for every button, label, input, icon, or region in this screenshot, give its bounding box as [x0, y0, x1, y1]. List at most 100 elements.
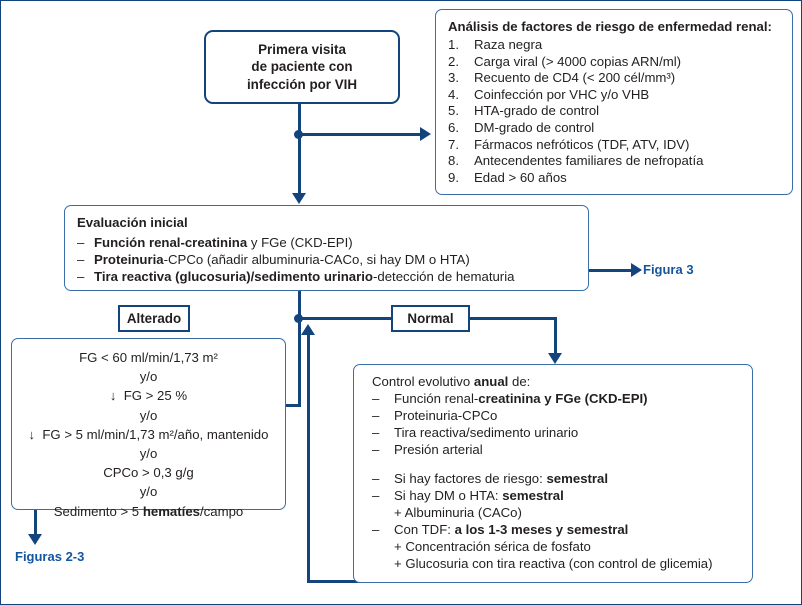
followup-item-label: Función renal-creatinina y FGe (CKD-EPI) — [394, 390, 648, 407]
risk-item-label: Fármacos nefróticos (TDF, ATV, IDV) — [474, 136, 690, 152]
eval-item-bold: Función renal-creatinina — [94, 235, 248, 250]
risk-item: 6.DM-grado de control — [448, 120, 792, 137]
dash-bullet-icon: – — [372, 522, 380, 537]
followup-item: –Con TDF: a los 1-3 meses y semestral — [372, 521, 752, 538]
risk-item: 2. Carga viral (> 4000 copias ARN/ml) — [448, 54, 792, 71]
followup-item-label: Tira reactiva/sedimento urinario — [394, 424, 578, 441]
connector-to-riskbox — [298, 133, 420, 136]
arrowhead-to-riskbox — [420, 127, 431, 141]
risk-item-number: 7. — [448, 136, 459, 152]
eval-item-label: Tira reactiva (glucosuria)/sedimento uri… — [94, 268, 514, 285]
dash-bullet-icon: – — [372, 442, 380, 457]
risk-item: 8. Antecendentes familiares de nefropatía — [448, 153, 792, 170]
followup-item: –Si hay factores de riesgo: semestral — [372, 470, 752, 487]
risk-item-label: Carga viral (> 4000 copias ARN/ml) — [474, 53, 682, 69]
risk-item: 9.Edad > 60 años — [448, 170, 792, 187]
altered-line: CPCo > 0,3 g/g — [12, 463, 285, 482]
altered-line-text: Sedimento > 5 — [53, 503, 143, 519]
lead-part-a: Control evolutivo — [372, 374, 474, 389]
altered-yo: y/o — [139, 446, 158, 462]
altered-line-text: FG < 60 ml/min/1,73 m² — [79, 350, 218, 365]
annual-followup-lead: Control evolutivo anual de: — [372, 374, 752, 389]
risk-item-number: 3. — [448, 70, 459, 86]
first-visit-line1: Primera visita — [258, 41, 346, 57]
eval-item-rest: -detección de hematuria — [372, 269, 515, 284]
lead-part-c: de: — [508, 374, 531, 389]
risk-item-number: 6. — [448, 119, 459, 135]
connector-junction-to-normal — [298, 317, 394, 320]
figuras-2-3-link[interactable]: Figuras 2-3 — [15, 549, 85, 564]
altered-line-text: FG > 5 ml/min/1,73 m²/año, mantenido — [42, 426, 269, 442]
risk-item-label: Antecendentes familiares de nefropatía — [474, 153, 704, 169]
altered-line: Sedimento > 5 hematíes/campo — [12, 502, 285, 521]
arrowhead-to-figuras23 — [28, 534, 42, 545]
risk-item: 7. Fármacos nefróticos (TDF, ATV, IDV) — [448, 137, 792, 154]
risk-factors-box: Análisis de factores de riesgo de enferm… — [435, 9, 793, 195]
dash-bullet-icon: – — [372, 425, 380, 440]
eval-item: – Función renal-creatinina y FGe (CKD-EP… — [77, 234, 588, 251]
first-visit-box: Primera visita de paciente con infección… — [204, 30, 400, 104]
figura-3-link[interactable]: Figura 3 — [643, 262, 694, 277]
followup-item-label: Si hay DM o HTA: semestral — [394, 487, 564, 504]
connector-junction-to-altered — [286, 404, 301, 407]
risk-item: 1.Raza negra — [448, 37, 792, 54]
connector-normal-right — [468, 317, 557, 320]
eval-item-rest: -CPCo (añadir albuminuria-CACo, si hay D… — [163, 252, 470, 267]
risk-item-label: HTA-grado de control — [474, 103, 600, 119]
followup-subitem: + Albuminuria (CACo) — [394, 505, 522, 520]
followup-item: –Tira reactiva/sedimento urinario — [372, 424, 752, 441]
followup-item: –Si hay DM o HTA: semestral — [372, 487, 752, 504]
risk-item-number: 2. — [448, 53, 459, 69]
initial-evaluation-title: Evaluación inicial — [77, 215, 188, 230]
altered-line: ↓ FG > 5 ml/min/1,73 m²/año, mantenido — [12, 425, 285, 444]
dash-bullet-icon: – — [77, 252, 85, 267]
first-visit-line3: infección por VIH — [246, 76, 358, 92]
arrowhead-to-controlbox — [548, 353, 562, 364]
eval-item: – Proteinuria-CPCo (añadir albuminuria-C… — [77, 251, 588, 268]
followup-bold: semestral — [546, 471, 609, 486]
dash-bullet-icon: – — [372, 488, 380, 503]
dash-bullet-icon: – — [372, 391, 380, 406]
risk-item: 5. HTA-grado de control — [448, 103, 792, 120]
connector-normal-down — [554, 317, 557, 357]
altered-line: FG < 60 ml/min/1,73 m² — [12, 348, 285, 367]
risk-item: 3. Recuento de CD4 (< 200 cél/mm³) — [448, 70, 792, 87]
down-arrow-icon: ↓ — [109, 388, 117, 404]
followup-plain: Si hay factores de riesgo: — [394, 471, 547, 486]
eval-item: – Tira reactiva (glucosuria)/sedimento u… — [77, 268, 588, 285]
risk-item-label: Coinfección por VHC y/o VHB — [474, 86, 650, 102]
spacer — [372, 458, 752, 470]
followup-bold: creatinina y FGe (CKD-EPI) — [478, 391, 648, 406]
dash-bullet-icon: – — [77, 235, 85, 250]
annual-followup-box: Control evolutivo anual de: –Función ren… — [353, 364, 753, 583]
followup-subitem: + Concentración sérica de fosfato — [394, 539, 591, 554]
altered-criteria-box: FG < 60 ml/min/1,73 m² y/o ↓ FG > 25 % y… — [11, 338, 286, 519]
risk-item-label: Recuento de CD4 (< 200 cél/mm³) — [474, 70, 676, 86]
arrowhead-to-figura3 — [631, 263, 642, 277]
risk-item-number: 4. — [448, 86, 459, 102]
followup-plain: Proteinuria-CPCo — [394, 408, 498, 423]
risk-item-label: Edad > 60 años — [474, 169, 567, 185]
eval-item-bold: Tira reactiva (glucosuria)/sedimento uri… — [94, 269, 373, 284]
altered-line-suffix: /campo — [200, 503, 244, 519]
altered-line-text: FG > 25 % — [123, 388, 188, 404]
arrowhead-to-evalbox — [292, 193, 306, 204]
altered-yo: y/o — [139, 407, 158, 423]
altered-yo: y/o — [139, 369, 158, 385]
connector-altered-down — [34, 510, 37, 539]
followup-item-label: Proteinuria-CPCo — [394, 407, 497, 424]
altered-line: ↓ FG > 25 % — [12, 386, 285, 405]
dash-bullet-icon: – — [372, 408, 380, 423]
followup-item-label: Presión arterial — [394, 441, 483, 458]
followup-item: –Proteinuria-CPCo — [372, 407, 752, 424]
followup-plain: Función renal- — [394, 391, 479, 406]
altered-yo: y/o — [139, 484, 158, 500]
risk-item-number: 5. — [448, 103, 459, 119]
altered-label: Alterado — [118, 305, 190, 332]
risk-item-number: 8. — [448, 153, 459, 169]
normal-label: Normal — [391, 305, 470, 332]
followup-plain: Tira reactiva/sedimento urinario — [394, 425, 579, 440]
connector-firstvisit-down — [298, 104, 301, 200]
followup-plain: Presión arterial — [394, 442, 483, 457]
